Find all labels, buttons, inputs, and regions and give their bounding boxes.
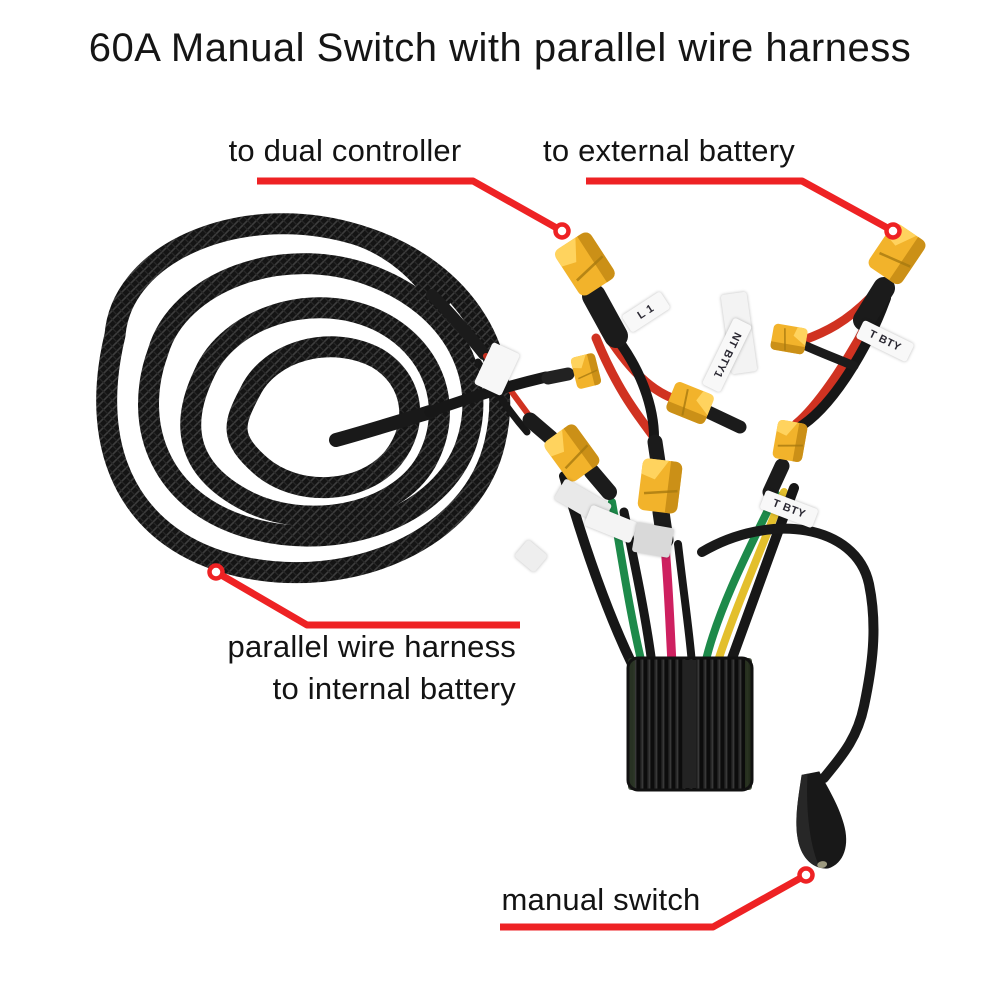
leader-line-external-battery	[586, 177, 895, 235]
xt60-inline-center	[635, 456, 685, 516]
callout-manual-switch-text: manual switch	[501, 882, 701, 917]
leader-line-parallel-harness	[214, 568, 520, 629]
callout-label-dual-controller: to dual controller	[195, 130, 495, 172]
coil-loop-3	[180, 297, 450, 527]
sleeve-conn6-top	[647, 434, 666, 470]
xt60-braid-end	[569, 351, 603, 391]
sleeve-conn7	[762, 458, 790, 500]
tail-sleeve-upper	[426, 289, 490, 360]
switch-module-band	[683, 660, 696, 788]
barrel-highlight	[796, 773, 820, 868]
callout-external-battery-text: to external battery	[543, 133, 795, 168]
xt60-small-center	[768, 322, 810, 356]
wire-yellow	[713, 488, 788, 668]
callout-leader-lines	[214, 177, 895, 931]
conn4-tail	[697, 403, 747, 434]
switch-module	[626, 656, 754, 792]
endpoint-manual-switch	[797, 866, 815, 884]
conn3-tail	[801, 341, 859, 371]
braid-connector-collar	[541, 367, 575, 385]
wire-magenta	[660, 541, 677, 669]
switch-module-edge-right	[745, 658, 752, 790]
endpoint-parallel-harness	[207, 563, 225, 581]
endpoint-dual-controller	[553, 222, 571, 240]
sleeve-conn2	[853, 277, 895, 331]
wire-black-5	[674, 540, 696, 668]
barrel-body	[796, 771, 847, 869]
callout-label-external-battery: to external battery	[519, 130, 819, 172]
switch-module-outline	[626, 656, 754, 792]
barrel-tip-contact	[817, 861, 828, 869]
coil-loop-outer	[96, 213, 511, 584]
coil-loop-inner	[226, 336, 421, 499]
sleeve-conn5-top	[522, 412, 559, 446]
callout-label-manual-switch: manual switch	[451, 879, 751, 921]
callout-endpoints	[207, 222, 902, 884]
endpoint-external-battery	[884, 222, 902, 240]
callout-parallel-harness-line1: parallel wire harness	[227, 629, 516, 664]
tail-sleeve-lower	[329, 405, 437, 447]
sleeve-conn1	[582, 284, 628, 348]
tail-cable-lower	[424, 371, 552, 418]
wire-green-2	[701, 490, 780, 668]
sleeve-conn5-bottom	[584, 464, 617, 500]
callout-dual-controller-text: to dual controller	[228, 133, 462, 168]
leader-line-manual-switch	[500, 871, 808, 931]
manual-switch-connector	[796, 771, 847, 869]
wire-tag-blank-gray	[631, 521, 675, 559]
xt60-inline-right	[770, 418, 810, 464]
xt60-dual-controller	[551, 228, 619, 300]
switch-module-edge-left	[628, 658, 635, 790]
wire-tag-controller-1-text: L 1	[635, 302, 657, 322]
callout-label-parallel-harness: parallel wire harness to internal batter…	[166, 626, 516, 710]
switch-cable	[697, 523, 879, 783]
braided-coil	[96, 213, 511, 584]
leader-line-dual-controller	[257, 177, 564, 235]
callout-parallel-harness-line2: to internal battery	[272, 671, 516, 706]
page-title: 60A Manual Switch with parallel wire har…	[88, 26, 912, 70]
coil-loop-2	[138, 253, 484, 547]
